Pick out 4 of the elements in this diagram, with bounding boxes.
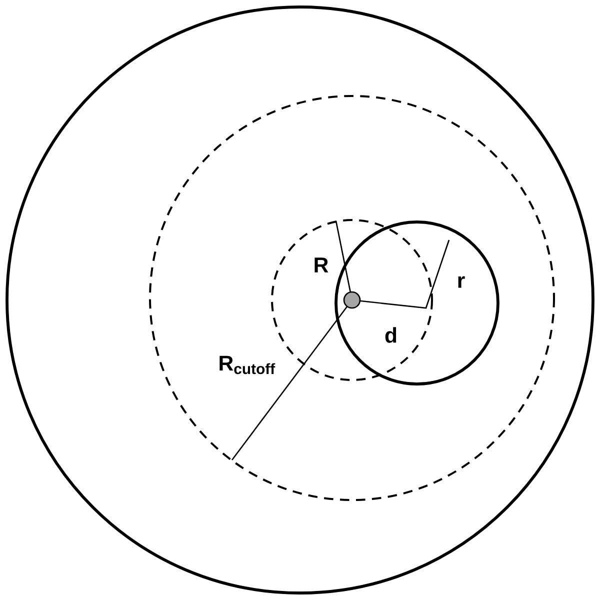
dimension-label: d (385, 327, 396, 343)
dimension-label: R$_{cutoff}$ (220, 356, 276, 374)
dimension-label: r (458, 276, 465, 288)
dimension-label: R (314, 258, 328, 272)
